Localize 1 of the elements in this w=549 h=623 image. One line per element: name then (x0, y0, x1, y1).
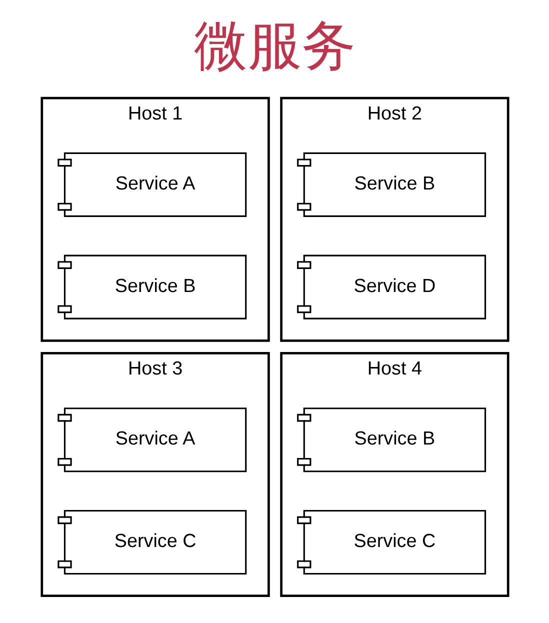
diagram-title: 微服务 (194, 16, 356, 76)
